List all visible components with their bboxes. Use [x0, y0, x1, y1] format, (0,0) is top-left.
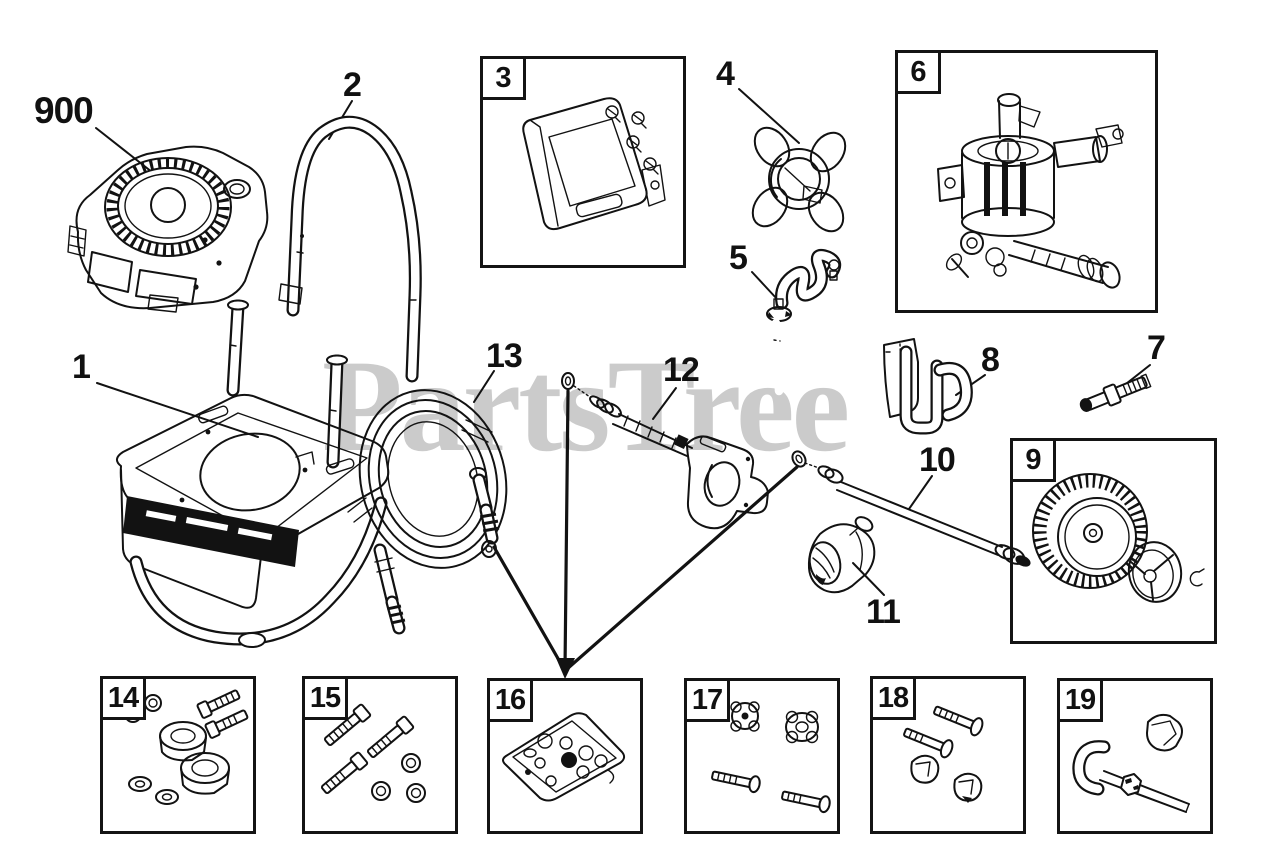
group-box-9 — [1010, 438, 1217, 644]
callout-11: 11 — [866, 593, 901, 631]
callout-1: 1 — [72, 348, 91, 386]
hardware-kit-18-drawing — [903, 705, 984, 803]
group-box-3 — [480, 56, 686, 268]
engine-drawing — [67, 145, 269, 313]
box-label-3: 3 — [480, 56, 526, 100]
flange-drawing — [751, 126, 847, 233]
knob-icon — [785, 710, 819, 744]
callout-8: 8 — [981, 341, 1000, 379]
hardware-kit-17-drawing — [711, 701, 831, 814]
nozzle-drawing — [807, 516, 876, 594]
callout-7: 7 — [1147, 329, 1166, 367]
arrowhead-icon — [556, 658, 575, 679]
box-label-14: 14 — [100, 676, 146, 720]
callout-4: 4 — [716, 55, 735, 93]
group-box-6 — [895, 50, 1158, 313]
callout-5: 5 — [729, 239, 748, 277]
callout-900: 900 — [34, 90, 94, 131]
spray-gun-drawing — [561, 372, 769, 530]
handle-drawing — [278, 115, 422, 383]
control-panel-drawing — [522, 97, 666, 231]
box-label-16: 16 — [487, 678, 533, 722]
oring-convergence-lines — [492, 389, 799, 679]
box-label-9: 9 — [1010, 438, 1056, 482]
box-label-6: 6 — [895, 50, 941, 94]
bolt-drawing — [1079, 373, 1152, 412]
pump-drawing — [937, 93, 1124, 289]
frame-drawing — [116, 299, 390, 648]
hose-drawing — [347, 389, 508, 635]
hubcap-drawing — [1127, 541, 1183, 603]
group-box-15 — [302, 676, 458, 834]
callout-10: 10 — [919, 441, 956, 479]
callout-12: 12 — [663, 351, 700, 389]
group-box-18 — [870, 676, 1026, 834]
knob-icon — [730, 701, 760, 732]
wand-drawing — [791, 450, 1031, 567]
group-box-19 — [1057, 678, 1213, 834]
gun-holder-drawing — [883, 338, 973, 435]
wheel-drawing — [1032, 473, 1205, 603]
callout-2: 2 — [343, 66, 362, 104]
hardware-kit-15-drawing — [320, 703, 426, 803]
box-label-18: 18 — [870, 676, 916, 720]
group-box-17 — [684, 678, 840, 834]
nut-icon — [1120, 773, 1142, 796]
group-box-16 — [487, 678, 643, 834]
group-box-14 — [100, 676, 256, 834]
box-label-15: 15 — [302, 676, 348, 720]
screw-icon — [605, 105, 659, 175]
box-label-19: 19 — [1057, 678, 1103, 722]
box-label-17: 17 — [684, 678, 730, 722]
callout-13: 13 — [486, 337, 523, 375]
e-clip-icon — [1189, 571, 1203, 587]
oring-kit-16-drawing — [502, 712, 626, 802]
dipstick-tube-drawing — [766, 248, 842, 396]
hardware-kit-19-drawing — [1072, 713, 1190, 813]
